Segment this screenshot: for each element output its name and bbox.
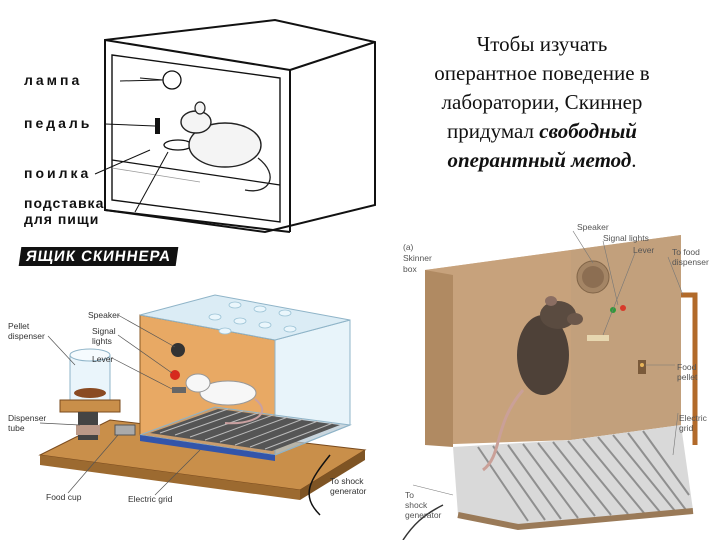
description-text: Чтобы изучать оперантное поведение в лаб…: [392, 30, 692, 175]
photo-label-lever: Lever: [633, 245, 655, 255]
label-dispenser-tube-2: tube: [8, 423, 25, 433]
label-drinker: поилка: [24, 165, 92, 181]
label-shock-generator-2: generator: [330, 486, 367, 496]
photo-label-speaker: Speaker: [577, 222, 609, 232]
skinner-box-photo: [383, 215, 720, 541]
photo-label-box-2: Skinner: [403, 253, 432, 263]
label-food-cup: Food cup: [46, 492, 82, 502]
label-food-stand-1: подставка: [24, 195, 105, 211]
text-line-5-tail: .: [631, 148, 637, 172]
label-pellet-dispenser-2: dispenser: [8, 331, 45, 341]
skinner-box-drawing: [94, 18, 376, 234]
photo-label-grid-1: Electric: [679, 413, 707, 423]
label-pedal: педаль: [24, 115, 93, 131]
text-line-3: лаборатории, Скиннер: [441, 90, 643, 114]
label-lever: Lever: [92, 354, 114, 364]
label-dispenser-tube-1: Dispenser: [8, 413, 47, 423]
label-electric-grid: Electric grid: [128, 494, 173, 504]
text-operant-method-emphasis: оперантный метод: [447, 148, 632, 172]
text-free-emphasis: свободный: [539, 119, 637, 143]
photo-drawing: [402, 230, 698, 541]
skinner-box-caption: ЯЩИК СКИННЕРА: [18, 247, 179, 266]
photo-label-food-pellet-2: pellet: [677, 372, 698, 382]
photo-label-shock-3: generator: [405, 510, 442, 520]
text-line-4-plain: придумал: [447, 119, 540, 143]
label-pellet-dispenser-1: Pellet: [8, 321, 30, 331]
photo-label-shock-1: To: [405, 490, 414, 500]
photo-label-food-dispenser-1: To food: [672, 247, 700, 257]
text-line-4: придумал свободный: [392, 117, 692, 146]
text-line-5: оперантный метод.: [392, 146, 692, 175]
label-signal-lights-2: lights: [92, 336, 112, 346]
photo-label-food-dispenser-2: dispenser: [672, 257, 709, 267]
photo-label-shock-2: shock: [405, 500, 428, 510]
text-line-2: оперантное поведение в: [434, 61, 650, 85]
label-food-stand-2: для пищи: [24, 211, 100, 227]
label-speaker: Speaker: [88, 310, 120, 320]
illustration-drawing: [38, 294, 367, 516]
skinner-box-illustration: [0, 275, 380, 540]
photo-label-box-3: box: [403, 264, 417, 274]
photo-label-signal-lights: Signal lights: [603, 233, 649, 243]
text-line-1: Чтобы изучать: [476, 32, 608, 56]
label-signal-lights-1: Signal: [92, 326, 116, 336]
photo-label-box-1: (a): [403, 242, 414, 252]
skinner-box-sketch: [0, 0, 385, 270]
photo-label-food-pellet-1: Food: [677, 362, 697, 372]
label-shock-generator-1: To shock: [330, 476, 364, 486]
label-lamp: лампа: [24, 72, 83, 88]
photo-label-grid-2: grid: [679, 423, 694, 433]
